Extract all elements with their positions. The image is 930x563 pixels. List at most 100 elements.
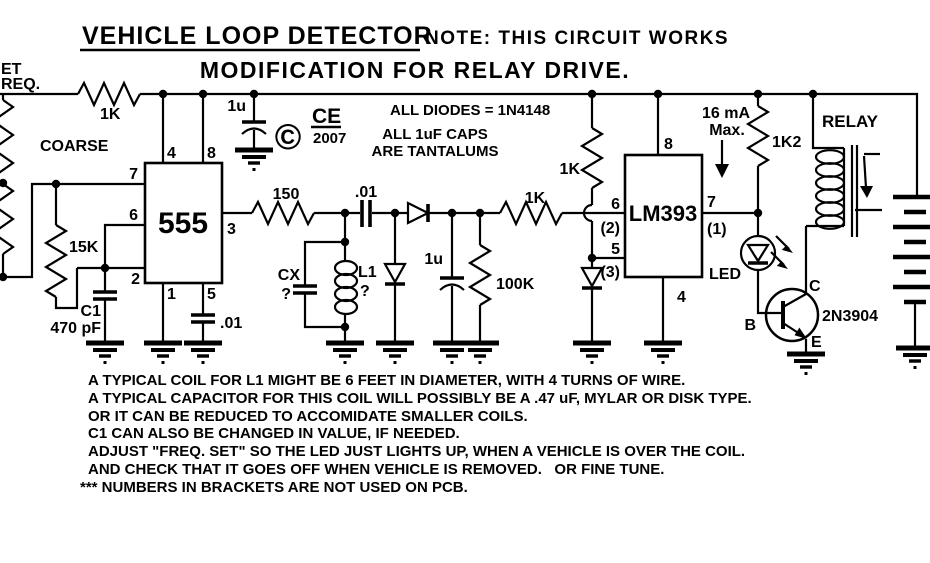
led-indicator xyxy=(739,213,793,315)
r-input-label: 1K xyxy=(525,190,546,207)
tank-circuit xyxy=(293,213,359,343)
r-led-label: 1K2 xyxy=(772,134,801,151)
capacitor-1u-supply xyxy=(241,94,267,150)
note-line-6: AND CHECK THAT IT GOES OFF WHEN VEHICLE … xyxy=(88,461,664,478)
header-note: NOTE: THIS CIRCUIT WORKS xyxy=(425,28,729,49)
c-coupling-label: .01 xyxy=(355,184,377,201)
lm393-pin8-label: 8 xyxy=(664,136,673,153)
resistor-15k xyxy=(43,184,79,310)
lm393-pin4-label: 4 xyxy=(677,289,686,306)
c1-name-label: C1 xyxy=(81,303,102,320)
note-line-1: A TYPICAL COIL FOR L1 MIGHT BE 6 FEET IN… xyxy=(88,372,685,389)
diode-series xyxy=(406,201,431,225)
capacitor-01-pin5 xyxy=(191,313,215,324)
relay-coil-top-wire xyxy=(811,94,844,150)
ground-symbol xyxy=(184,340,222,364)
lm393-pin5-label: 5 xyxy=(611,241,620,258)
r-timing-label: 15K xyxy=(69,239,99,256)
diode-reference-clamp xyxy=(580,258,604,343)
ground-symbol xyxy=(86,340,124,364)
relay-label: RELAY xyxy=(822,112,879,131)
page-title: VEHICLE LOOP DETECTOR xyxy=(82,22,433,50)
capacitor-01-coupling xyxy=(360,200,372,227)
ground-symbol xyxy=(644,340,682,364)
transistor-part-label: 2N3904 xyxy=(822,308,878,325)
555-pin4-label: 4 xyxy=(167,145,176,162)
copyright-icon: © xyxy=(275,116,302,157)
note-line-5: ADJUST "FREQ. SET" SO THE LED JUST LIGHT… xyxy=(88,443,745,460)
555-pin2-label: 2 xyxy=(131,271,140,288)
led-label: LED xyxy=(709,266,741,283)
555-pin-wires xyxy=(161,94,252,343)
ground-symbol xyxy=(235,147,273,171)
c-bypass-label: .01 xyxy=(220,315,242,332)
note-line-4: C1 CAN ALSO BE CHANGED IN VALUE, IF NEED… xyxy=(88,425,460,442)
emitter-label: E xyxy=(811,334,822,351)
note-line-2: A TYPICAL CAPACITOR FOR THIS COIL WILL P… xyxy=(88,390,752,407)
ic-lm393-label: LM393 xyxy=(629,201,697,226)
ground-symbol xyxy=(433,340,471,364)
ic-555 xyxy=(143,161,224,285)
ground-symbol xyxy=(461,340,499,364)
transistor-2n3904 xyxy=(764,226,820,352)
ic-555-label: 555 xyxy=(158,207,208,240)
note-line-7: *** NUMBERS IN BRACKETS ARE NOT USED ON … xyxy=(80,479,468,496)
cx-value-label: ? xyxy=(281,286,291,303)
current-limit-line2: Max. xyxy=(709,122,745,139)
r-supply-label: 1K xyxy=(100,106,121,123)
freq-set-label-line1: ET xyxy=(1,61,22,78)
page-subtitle: MODIFICATION FOR RELAY DRIVE. xyxy=(200,57,630,83)
relay xyxy=(806,94,882,237)
555-pin7-label: 7 xyxy=(129,166,138,183)
lm393-pin6-label: 6 xyxy=(611,196,620,213)
c-detector-label: 1u xyxy=(424,251,443,268)
base-label: B xyxy=(744,317,756,334)
current-limit-line1: 16 mA xyxy=(702,105,750,122)
lm393-pin7-label: 7 xyxy=(707,194,716,211)
diodes-note: ALL DIODES = 1N4148 xyxy=(390,102,550,119)
555-pin3-label: 3 xyxy=(227,221,236,238)
freq-set-label-line2: REQ. xyxy=(1,76,40,93)
pot-to-pin7-wire xyxy=(3,182,145,279)
pin6-wire xyxy=(103,223,145,268)
current-arrow xyxy=(715,140,729,178)
resistor-150 xyxy=(251,199,315,227)
led-emission-arrows xyxy=(770,235,793,269)
junction-dots xyxy=(0,89,818,332)
lm393-pin-wires xyxy=(656,94,758,343)
coarse-label: COARSE xyxy=(40,138,109,155)
ground-symbol xyxy=(326,340,364,364)
555-pin1-label: 1 xyxy=(167,286,176,303)
lm393-pin5-alt-label: (3) xyxy=(600,264,620,281)
resistor-1k-reference xyxy=(579,94,605,258)
resistor-100k xyxy=(467,213,493,343)
year-label: 2007 xyxy=(313,130,346,147)
notes-block: A TYPICAL COIL FOR L1 MIGHT BE 6 FEET IN… xyxy=(80,372,752,496)
resistor-1k2 xyxy=(745,94,771,213)
ic-lm393 xyxy=(623,153,704,279)
collector-label: C xyxy=(809,278,821,295)
ground-symbol xyxy=(896,345,930,369)
wire-hop xyxy=(582,203,593,223)
resistor-1k-input xyxy=(499,199,563,227)
ground-symbol xyxy=(144,340,182,364)
lm393-pin7-alt-label: (1) xyxy=(707,221,727,238)
ground-symbols xyxy=(86,147,930,375)
relay-contact xyxy=(855,152,882,212)
ground-symbol xyxy=(376,340,414,364)
ground-symbol xyxy=(573,340,611,364)
555-pin8-label: 8 xyxy=(207,145,216,162)
c1-value-label: 470 pF xyxy=(50,320,101,337)
c-supply-label: 1u xyxy=(227,98,246,115)
lm393-pin6-alt-label: (2) xyxy=(600,220,620,237)
555-pin6-label: 6 xyxy=(129,207,138,224)
note-line-3: OR IT CAN BE REDUCED TO ACCOMIDATE SMALL… xyxy=(88,408,528,425)
capacitor-c1 xyxy=(93,268,117,343)
diode-clamp-1 xyxy=(383,213,407,343)
l1-value-label: ? xyxy=(360,283,370,300)
555-pin5-label: 5 xyxy=(207,286,216,303)
r-reference-label: 1K xyxy=(560,161,581,178)
r-output-label: 150 xyxy=(273,186,300,203)
